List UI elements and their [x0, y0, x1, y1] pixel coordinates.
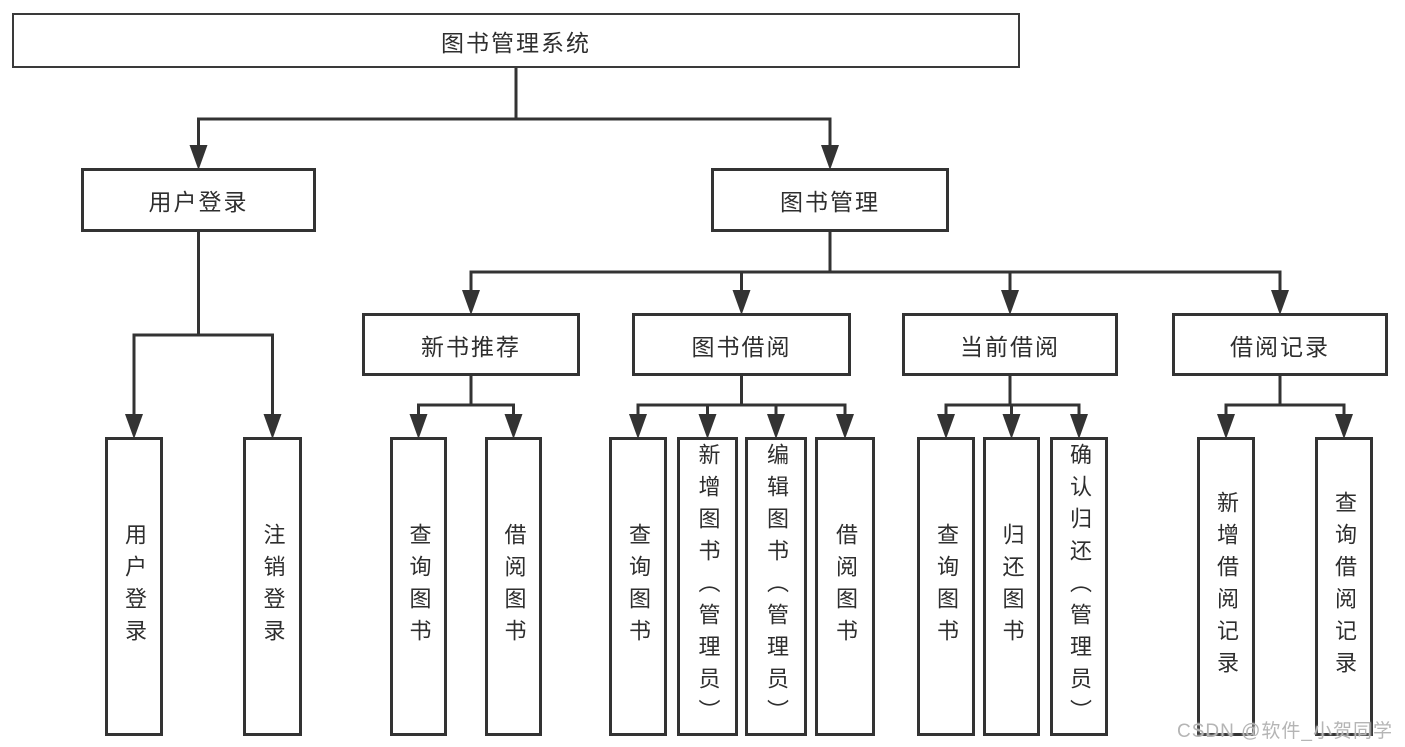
node-user-login-branch: 用户登录 — [81, 168, 316, 232]
node-label: 新书推荐 — [421, 333, 521, 360]
node-label: 新增图书（管理员） — [695, 442, 721, 731]
node-leaf-return-books: 归还图书 — [983, 437, 1040, 736]
node-leaf-query-books-3: 查询图书 — [917, 437, 975, 736]
node-label: 查询图书 — [626, 522, 651, 651]
node-leaf-logout: 注销登录 — [243, 437, 302, 736]
node-current-borrowing: 当前借阅 — [902, 313, 1118, 376]
node-label: 用户登录 — [122, 522, 147, 651]
node-new-book-recommend: 新书推荐 — [362, 313, 580, 376]
node-label: 查询图书 — [406, 522, 432, 651]
node-book-management-branch: 图书管理 — [711, 168, 949, 232]
node-label: 注销登录 — [260, 522, 286, 651]
node-leaf-borrow-books-1: 借阅图书 — [485, 437, 542, 736]
node-label: 借阅记录 — [1230, 333, 1330, 360]
node-leaf-query-borrow-record: 查询借阅记录 — [1315, 437, 1373, 736]
node-label: 确认归还（管理员） — [1067, 442, 1092, 731]
node-label: 图书借阅 — [691, 333, 792, 360]
node-label: 用户登录 — [148, 189, 249, 215]
node-leaf-edit-books: 编辑图书（管理员） — [745, 437, 807, 736]
node-label: 查询借阅记录 — [1332, 490, 1357, 683]
node-leaf-add-books: 新增图书（管理员） — [677, 437, 738, 736]
node-label: 借阅图书 — [501, 522, 527, 651]
node-label: 归还图书 — [999, 522, 1025, 651]
node-label: 借阅图书 — [833, 522, 858, 651]
node-label: 当前借阅 — [960, 333, 1060, 360]
node-label: 编辑图书（管理员） — [764, 442, 789, 731]
node-book-borrowing: 图书借阅 — [632, 313, 851, 376]
watermark: CSDN @软件_小贺同学 — [1177, 721, 1393, 742]
node-leaf-confirm-return: 确认归还（管理员） — [1050, 437, 1108, 736]
node-label: 图书管理系统 — [441, 29, 591, 56]
node-leaf-query-books-2: 查询图书 — [609, 437, 667, 736]
node-leaf-borrow-books-2: 借阅图书 — [815, 437, 875, 736]
node-label: 新增借阅记录 — [1214, 490, 1239, 683]
node-system-root: 图书管理系统 — [12, 13, 1020, 68]
node-leaf-add-borrow-record: 新增借阅记录 — [1197, 437, 1255, 736]
node-label: 图书管理 — [780, 189, 880, 215]
node-leaf-user-login: 用户登录 — [105, 437, 163, 736]
node-label: 查询图书 — [934, 522, 959, 651]
node-leaf-query-books-1: 查询图书 — [390, 437, 447, 736]
node-borrowing-records: 借阅记录 — [1172, 313, 1388, 376]
